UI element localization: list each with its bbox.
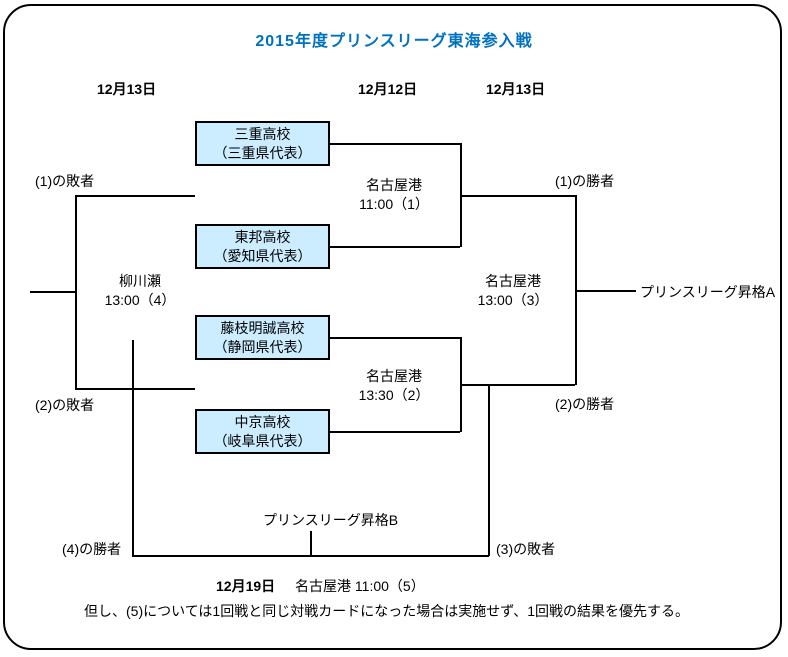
- match3-venue: 名古屋港: [485, 273, 541, 289]
- winner4-drop-line: [132, 340, 134, 556]
- match5-winner-line: [310, 531, 312, 556]
- team-prefecture: （岐阜県代表）: [213, 432, 312, 449]
- team-box-toho: 東邦高校 （愛知県代表）: [195, 224, 330, 269]
- date-label-right: 12月13日: [486, 81, 546, 97]
- loser3-drop-line: [488, 384, 490, 556]
- team4-connector-line: [330, 431, 460, 433]
- match4-winner-line: [30, 291, 75, 293]
- match3-label: 名古屋港 13:00（3）: [448, 272, 578, 310]
- page-title: 2015年度プリンスリーグ東海参入戦: [255, 33, 533, 50]
- match4-venue: 柳川瀬: [119, 273, 161, 289]
- date-label-left: 12月13日: [97, 81, 157, 97]
- promotion-a-label: プリンスリーグ昇格A: [640, 284, 776, 300]
- match1-winner-line: [460, 195, 575, 197]
- team-box-chukyo: 中京高校 （岐阜県代表）: [195, 409, 330, 454]
- match3-winner-line: [575, 290, 636, 292]
- team-prefecture: （愛知県代表）: [213, 247, 312, 264]
- team2-connector-line: [330, 246, 460, 248]
- match1-label: 名古屋港 11:00（1）: [329, 176, 459, 214]
- team-name: 東邦高校: [234, 228, 291, 245]
- team-name: 中京高校: [234, 413, 291, 430]
- match5-label: 12月19日 名古屋港 11:00（5）: [216, 576, 425, 596]
- team-prefecture: （静岡県代表）: [213, 338, 312, 355]
- footnote-text: 但し、(5)については1回戦と同じ対戦カードになった場合は実施せず、1回戦の結果…: [84, 603, 690, 619]
- match2-winner-line: [460, 384, 575, 386]
- winner-of-1-label: (1)の勝者: [555, 173, 615, 189]
- team3-connector-line: [330, 337, 460, 339]
- loser-of-1-label: (1)の敗者: [35, 173, 95, 189]
- match2-venue: 名古屋港: [366, 368, 422, 384]
- loser1-connector-line: [75, 195, 195, 197]
- loser-of-3-label: (3)の敗者: [496, 541, 556, 557]
- loser-of-2-label: (2)の敗者: [35, 397, 95, 413]
- outer-frame: [3, 4, 782, 650]
- match3-time: 13:00（3）: [477, 292, 549, 308]
- match1-venue: 名古屋港: [366, 177, 422, 193]
- promotion-b-label: プリンスリーグ昇格B: [263, 512, 399, 528]
- team-box-mie: 三重高校 （三重県代表）: [195, 121, 330, 166]
- match4-time: 13:00（4）: [104, 292, 176, 308]
- team-prefecture: （三重県代表）: [213, 144, 312, 161]
- date-label-middle: 12月12日: [358, 81, 418, 97]
- winner-of-4-label: (4)の勝者: [62, 541, 122, 557]
- match1-time: 11:00（1）: [359, 196, 429, 212]
- team-name: 藤枝明誠高校: [220, 319, 305, 336]
- loser2-connector-line: [75, 388, 195, 390]
- winner-of-2-label: (2)の勝者: [555, 396, 615, 412]
- team-box-fujieda-meisei: 藤枝明誠高校 （静岡県代表）: [195, 315, 330, 360]
- match2-label: 名古屋港 13:30（2）: [329, 367, 459, 405]
- match4-label: 柳川瀬 13:00（4）: [75, 272, 205, 310]
- match4-bracket-line: [75, 195, 77, 389]
- match5-date: 12月19日: [216, 578, 276, 594]
- team-name: 三重高校: [234, 125, 291, 142]
- team1-connector-line: [330, 143, 460, 145]
- match5-detail: 名古屋港 11:00（5）: [295, 578, 425, 594]
- match2-time: 13:30（2）: [358, 387, 430, 403]
